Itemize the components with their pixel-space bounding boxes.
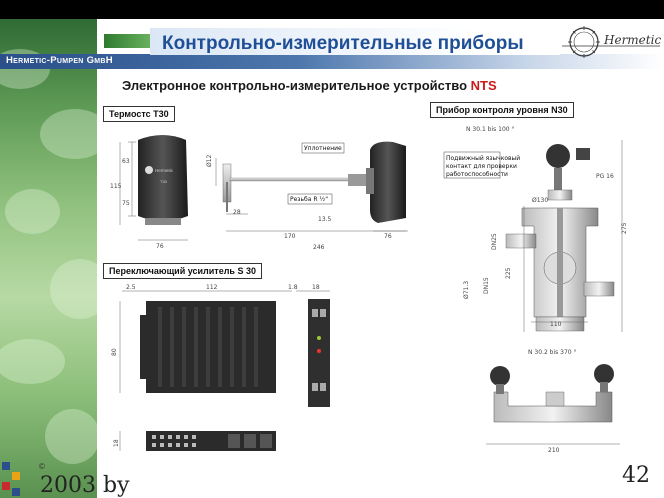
dim-text: 75 — [122, 200, 130, 207]
page-title: Контрольно-измерительные приборы — [162, 33, 524, 54]
dim-text: 210 — [548, 447, 560, 454]
dim-text: PG 16 — [596, 173, 614, 180]
dim-text: 63 — [122, 158, 130, 165]
thermostat-label: Термостс T30 — [103, 106, 175, 122]
dim-text: 80 — [111, 348, 118, 356]
dim-text: 18 — [312, 284, 320, 291]
dim-text: 1.8 — [288, 284, 298, 291]
amplifier-top — [146, 431, 276, 451]
dim-text: DN15 — [483, 277, 490, 294]
vessel-horizontal — [493, 391, 613, 423]
level-monitor-diagram: N 30.1 bis 100 ° Подвижный язычковый кон… — [443, 126, 628, 454]
hermetic-logo: Hermetic — [562, 26, 661, 58]
thermostat-body — [138, 135, 188, 221]
note-line-2: контакт для проверки — [446, 163, 517, 170]
dim-text: 76 — [384, 233, 392, 240]
dim-text: Ø71.3 — [463, 281, 470, 299]
level-monitor-label: Прибор контроля уровня N30 — [430, 102, 574, 118]
brand-band — [0, 54, 664, 69]
callout-seal: Уплотнение — [304, 145, 342, 152]
probe-housing — [370, 141, 406, 223]
callout-thread: Резьба R ½" — [290, 196, 328, 203]
brand-name: Hermetic-Pumpen GmbH — [6, 55, 113, 66]
dim-text: 225 — [505, 267, 512, 279]
thermostat-brand: Hermetic — [155, 168, 174, 173]
page-subtitle: Электронное контрольно-измерительное уст… — [122, 78, 497, 93]
thermostat-diagram: Hermetic T30 63 75 115 76 Ø12 28 170 76 … — [110, 135, 408, 251]
copyright-symbol: © — [39, 462, 45, 471]
dim-text: 112 — [206, 284, 218, 291]
thermostat-model: T30 — [160, 179, 168, 184]
top-black-bar — [0, 0, 664, 19]
note-line-1: Подвижный язычковый — [446, 155, 520, 162]
footer-text: 2003 by — [40, 473, 130, 498]
dim-text: 76 — [156, 243, 164, 250]
dim-text: DN25 — [491, 233, 498, 250]
logo-text: Hermetic — [603, 33, 661, 47]
title-accent-bar — [104, 34, 150, 48]
dim-text: Ø12 — [206, 154, 213, 167]
dim-text: 170 — [284, 233, 296, 240]
note-line-3: работоспособности — [446, 171, 508, 178]
dim-text: 13.5 — [318, 216, 332, 223]
title-band — [150, 28, 560, 55]
left-decorative-panel — [0, 19, 97, 498]
dim-text: 18 — [113, 439, 120, 447]
dim-text: Ø130 — [532, 197, 548, 204]
dim-text: 246 — [313, 244, 325, 251]
dim-text: 2.5 — [126, 284, 136, 291]
bottom-left-squares — [2, 462, 20, 496]
level-top-note: N 30.1 bis 100 ° — [466, 126, 515, 133]
amplifier-label: Переключающий усилитель S 30 — [103, 263, 262, 279]
dim-text: 28 — [233, 209, 241, 216]
dim-text: 275 — [621, 222, 628, 234]
subtitle-accent: NTS — [470, 78, 497, 93]
dim-text: 115 — [110, 183, 122, 190]
page-number: 42 — [622, 463, 650, 488]
dim-text: 110 — [550, 321, 562, 328]
level-bottom-note: N 30.2 bis 370 ° — [528, 349, 577, 356]
subtitle-text: Электронное контрольно-измерительное уст… — [122, 78, 471, 93]
amplifier-diagram: 2.5 112 1.8 18 80 18 — [111, 284, 330, 451]
